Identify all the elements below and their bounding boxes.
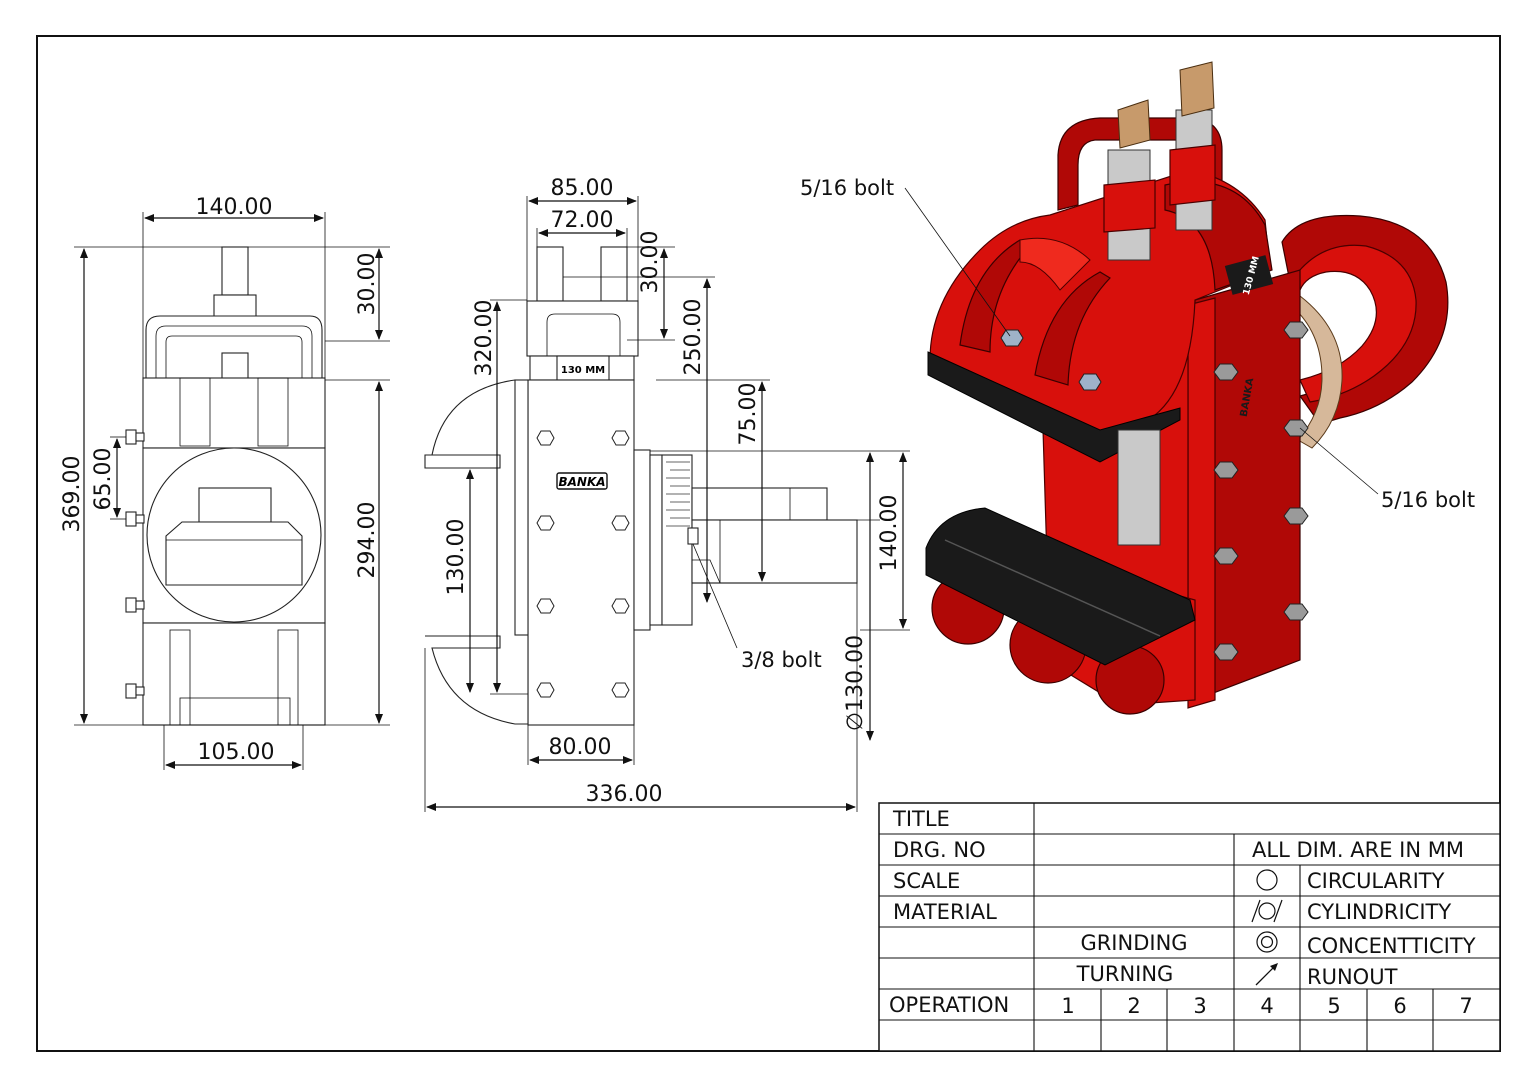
label-title: TITLE xyxy=(892,807,950,831)
front-view: 140.00 105.00 369.00 294.00 30.00 65.00 xyxy=(60,195,390,770)
dim-30-side: 30.00 xyxy=(638,231,663,294)
cylindricity-icon xyxy=(1251,899,1283,923)
label-drg-no: DRG. NO xyxy=(893,838,986,862)
operation-5: 5 xyxy=(1327,994,1340,1018)
label-material: MATERIAL xyxy=(893,900,997,924)
dim-130-side: 130.00 xyxy=(444,519,469,596)
dim-250-side: 250.00 xyxy=(681,299,706,376)
dim-140-side: 140.00 xyxy=(877,495,902,572)
operation-6: 6 xyxy=(1393,994,1406,1018)
operation-4: 4 xyxy=(1260,994,1273,1018)
process-grinding: GRINDING xyxy=(1080,931,1187,955)
dim-72-side: 72.00 xyxy=(551,208,614,233)
sheet-border xyxy=(36,35,1501,1052)
dim-336-side: 336.00 xyxy=(586,782,663,807)
operation-2: 2 xyxy=(1127,994,1140,1018)
side-body-marking: BANKA xyxy=(558,475,605,489)
dim-75-side: 75.00 xyxy=(736,383,761,446)
dim-30-front: 30.00 xyxy=(355,253,380,316)
isometric-view: 130 MM BANKA 5/16 bolt 5/16 bolt xyxy=(800,61,1475,715)
dim-80-side: 80.00 xyxy=(549,735,612,760)
label-scale: SCALE xyxy=(893,869,960,893)
dim-85-side: 85.00 xyxy=(551,176,614,201)
dim-369-front: 369.00 xyxy=(60,456,85,533)
side-plate-marking: 130 MM xyxy=(561,365,605,376)
dim-140-front: 140.00 xyxy=(196,195,273,220)
operation-1: 1 xyxy=(1061,994,1074,1018)
note-all-dim: ALL DIM. ARE IN MM xyxy=(1252,838,1464,862)
concentricity-icon xyxy=(1256,931,1278,953)
process-turning: TURNING xyxy=(1076,962,1174,986)
side-view: 130 MM BANKA xyxy=(424,176,910,812)
runout-arrow-icon xyxy=(1255,963,1278,986)
dim-294-front: 294.00 xyxy=(355,502,380,579)
circle-icon xyxy=(1256,869,1278,891)
dim-dia130-side: ∅130.00 xyxy=(843,635,868,731)
label-operation: OPERATION xyxy=(889,993,1009,1017)
operation-3: 3 xyxy=(1193,994,1206,1018)
callout-5-16-bolt-side: 5/16 bolt xyxy=(1381,488,1475,512)
callout-5-16-bolt-top: 5/16 bolt xyxy=(800,176,894,200)
symbol-concentricity: CONCENTTICITY xyxy=(1307,934,1476,958)
dim-320-side: 320.00 xyxy=(472,300,497,377)
dim-65-front: 65.00 xyxy=(91,448,116,511)
title-block: TITLE DRG. NO SCALE MATERIAL OPERATION A… xyxy=(878,802,1501,1052)
symbol-circularity: CIRCULARITY xyxy=(1307,869,1445,893)
operation-7: 7 xyxy=(1459,994,1472,1018)
symbol-cylindricity: CYLINDRICITY xyxy=(1307,900,1451,924)
dim-105-front: 105.00 xyxy=(198,740,275,765)
callout-3-8-bolt: 3/8 bolt xyxy=(741,648,822,672)
symbol-runout: RUNOUT xyxy=(1307,965,1398,989)
